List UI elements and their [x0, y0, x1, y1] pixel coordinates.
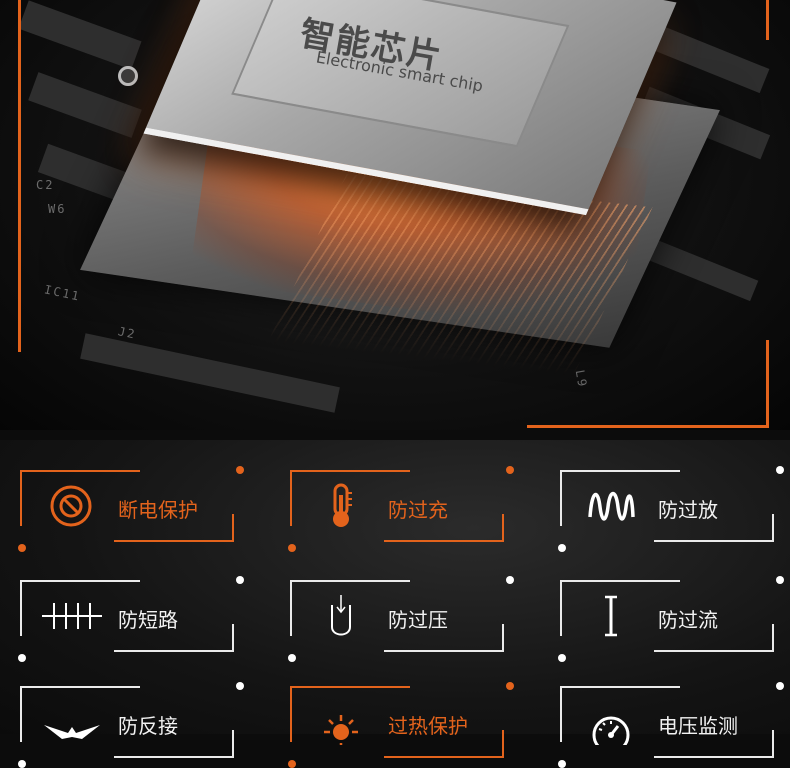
feature-grid: 断电保护 防过充 防过放 防短路 — [0, 440, 790, 768]
feature-card-overvoltage: 防过压 — [288, 576, 514, 662]
feature-card-overcurrent: 防过流 — [558, 576, 784, 662]
frame-line — [527, 425, 769, 428]
feature-label: 防过放 — [658, 498, 718, 522]
voltage-icon — [331, 595, 351, 636]
feature-label: 断电保护 — [118, 498, 198, 522]
feature-card-overheat-protection: 过热保护 — [288, 682, 514, 768]
short-circuit-icon — [42, 603, 102, 629]
mount-hole — [118, 66, 138, 86]
feature-label: 防反接 — [118, 714, 178, 738]
feature-card-overdischarge: 防过放 — [558, 466, 784, 552]
feature-label: 防短路 — [118, 608, 178, 632]
frame-line — [766, 340, 769, 428]
pcb-label: C2 — [36, 178, 55, 192]
frame-line — [766, 0, 769, 40]
wave-icon — [588, 491, 635, 521]
feature-card-power-off-protection: 断电保护 — [18, 466, 244, 552]
feature-label: 过热保护 — [388, 714, 468, 738]
current-icon — [605, 595, 617, 637]
sun-heat-icon — [324, 715, 358, 745]
pcb-label: W6 — [48, 202, 67, 216]
gauge-icon — [592, 716, 630, 745]
frame-line — [18, 0, 21, 352]
feature-label: 防过压 — [388, 608, 448, 632]
feature-card-voltage-monitoring: 电压监测 — [558, 682, 784, 768]
feature-card-overcharge: 防过充 — [288, 466, 514, 552]
reverse-connect-icon — [44, 725, 100, 739]
hero-banner: C2 W6 IC11 J2 L9 智能芯片 Electronic smart c… — [0, 0, 790, 430]
feature-card-reverse-connection: 防反接 — [18, 682, 244, 768]
thermometer-icon — [333, 483, 352, 527]
pcb-label: IC11 — [42, 282, 82, 304]
feature-label: 防过充 — [388, 498, 448, 522]
pcb-trace — [18, 0, 142, 70]
feature-label: 防过流 — [658, 608, 718, 632]
feature-card-short-circuit: 防短路 — [18, 576, 244, 662]
no-power-icon — [50, 485, 92, 527]
pcb-label: J2 — [116, 324, 138, 342]
feature-label: 电压监测 — [658, 714, 738, 738]
